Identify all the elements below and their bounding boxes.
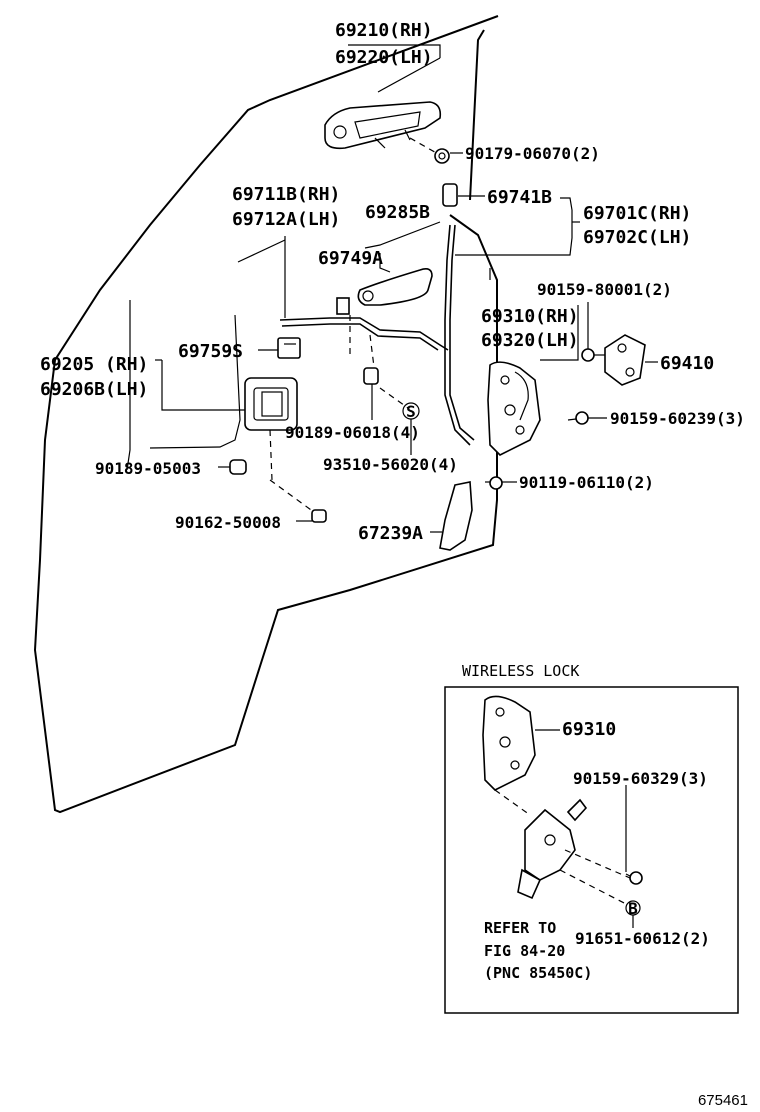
link-rod — [444, 224, 475, 446]
clip-69759s — [277, 337, 301, 359]
label-90159-60329: 90159-60329(3) — [573, 769, 708, 788]
screw-90159-60239 — [567, 411, 589, 425]
striker-69410 — [604, 334, 646, 386]
bushing-90189-05003 — [229, 459, 247, 475]
wireless-door-lock — [482, 695, 536, 791]
label-90189-05003: 90189-05003 — [95, 459, 201, 478]
label-69285: 69285B — [365, 202, 430, 223]
clip-69749 — [336, 297, 350, 315]
label-69410: 69410 — [660, 353, 714, 374]
label-93510: 93510-56020(4) — [323, 455, 458, 474]
bolt-90119 — [485, 476, 503, 490]
symbol-s: S — [406, 402, 416, 421]
inside-handle — [244, 377, 298, 431]
wireless-lock-title: WIRELESS LOCK — [462, 662, 579, 680]
label-69205: 69205 (RH) — [40, 354, 148, 375]
screw-90162 — [311, 509, 327, 523]
label-wireless-69310: 69310 — [562, 719, 616, 740]
label-69701: 69701C(RH) — [583, 203, 691, 224]
nut-90179 — [434, 148, 450, 164]
label-90179: 90179-06070(2) — [465, 144, 600, 163]
label-69741: 69741B — [487, 187, 552, 208]
refer-line-1: REFER TO — [484, 919, 556, 937]
label-69702: 69702C(LH) — [583, 227, 691, 248]
label-69759: 69759S — [178, 341, 243, 362]
label-90162: 90162-50008 — [175, 513, 281, 532]
outside-handle — [324, 101, 442, 150]
rod-69711 — [279, 317, 449, 351]
label-69220: 69220(LH) — [335, 47, 433, 68]
refer-line-3: (PNC 85450C) — [484, 964, 592, 982]
door-lock-assy — [487, 361, 541, 456]
clip-69741b — [442, 183, 458, 207]
label-69749: 69749A — [318, 248, 383, 269]
wireless-lock-inset: WIRELESS LOCK B 69310 90159-60329(3) 916… — [444, 662, 739, 1014]
label-69310-rh: 69310(RH) — [481, 306, 579, 327]
label-69711: 69711B(RH) — [232, 184, 340, 205]
screw-90159-80001 — [581, 348, 605, 362]
label-69712: 69712A(LH) — [232, 209, 340, 230]
lock-cylinder — [517, 798, 588, 900]
screw-90159-60329 — [625, 871, 643, 885]
label-69320: 69320(LH) — [481, 330, 579, 351]
cover-67239a — [439, 481, 473, 551]
symbol-b: B — [628, 899, 638, 918]
label-90159-80001: 90159-80001(2) — [537, 280, 672, 299]
refer-line-2: FIG 84-20 — [484, 942, 565, 960]
control-lever — [357, 268, 433, 306]
screw-90189-06018 — [363, 367, 379, 385]
label-90189-06018: 90189-06018(4) — [285, 423, 420, 442]
door-outline — [33, 15, 499, 814]
label-90159-60239: 90159-60239(3) — [610, 409, 745, 428]
label-67239: 67239A — [358, 523, 423, 544]
label-91651: 91651-60612(2) — [575, 929, 710, 948]
figure-code: 675461 — [698, 1092, 748, 1109]
label-90119: 90119-06110(2) — [519, 473, 654, 492]
label-69206: 69206B(LH) — [40, 379, 148, 400]
label-69210: 69210(RH) — [335, 20, 433, 41]
